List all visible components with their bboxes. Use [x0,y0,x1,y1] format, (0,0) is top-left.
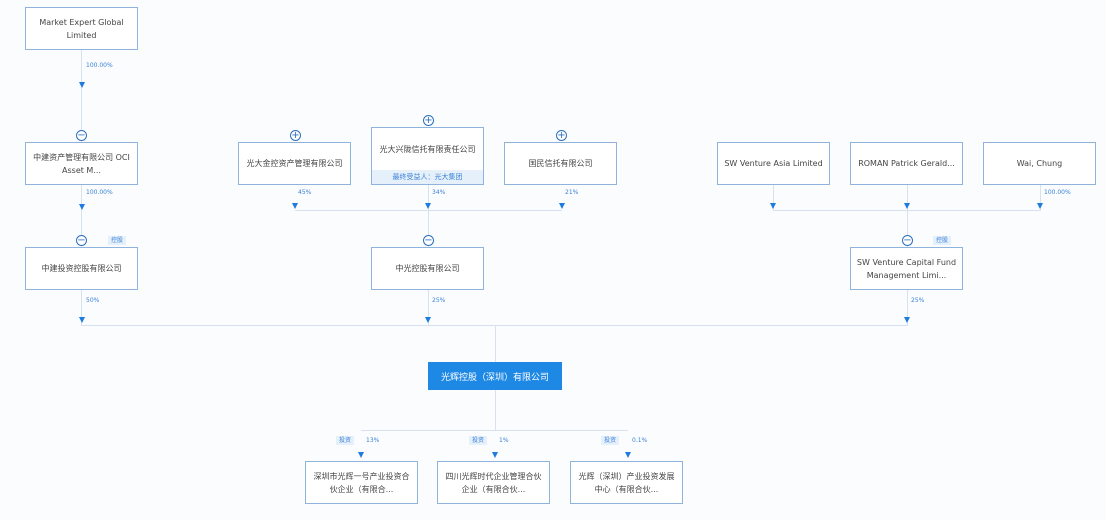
pct-label: 13% [366,437,380,444]
arrow-down-icon [1037,203,1043,209]
pct-label: 25% [911,297,925,304]
arrow-down-icon [79,317,85,323]
child-3[interactable]: 光辉（深圳）产业投资发展中心（有限合伙... [570,461,683,504]
child-2[interactable]: 四川光辉时代企业管理合伙企业（有限合伙... [437,461,550,504]
arrow-down-icon [425,203,431,209]
pct-label: 45% [298,189,312,196]
arrow-down-icon [904,317,910,323]
node-zg[interactable]: 中光控股有限公司 [371,247,484,290]
node-sw-asia[interactable]: SW Venture Asia Limited [717,142,830,185]
collapse-icon[interactable]: − [76,235,87,246]
expand-icon[interactable]: + [556,130,567,141]
expand-icon[interactable]: + [290,130,301,141]
arrow-down-icon [425,317,431,323]
collapse-icon[interactable]: − [423,235,434,246]
arrow-down-icon [79,82,85,88]
arrow-down-icon [358,452,364,458]
collapse-icon[interactable]: − [902,235,913,246]
holding-badge: 控股 [108,236,127,245]
beneficiary-strip: 最终受益人：光大集团 [372,170,483,184]
pct-label: 34% [432,189,446,196]
pct-label: 25% [432,297,446,304]
node-zjtz[interactable]: 中建投资控股有限公司 [25,247,138,290]
invest-badge: 投资 [336,436,355,445]
pct-label: 100.00% [86,189,113,196]
node-wai-chung[interactable]: Wai, Chung [983,142,1096,185]
node-market-expert[interactable]: Market Expert Global Limited [25,7,138,50]
pct-label: 1% [499,437,509,444]
invest-badge: 投资 [469,436,488,445]
child-1[interactable]: 深圳市光辉一号产业投资合伙企业（有限合... [305,461,418,504]
center-company[interactable]: 光辉控股（深圳）有限公司 [428,362,562,390]
arrow-down-icon [770,203,776,209]
node-oci[interactable]: 中建资产管理有限公司 OCI Asset M... [25,142,138,185]
arrow-down-icon [79,204,85,210]
expand-icon[interactable]: + [423,115,434,126]
node-gdxt[interactable]: 光大兴陇信托有限责任公司最终受益人：光大集团 [371,127,484,185]
arrow-down-icon [492,452,498,458]
collapse-icon[interactable]: − [76,130,87,141]
node-roman[interactable]: ROMAN Patrick Gerald... [850,142,963,185]
arrow-down-icon [292,203,298,209]
invest-badge: 投资 [601,436,620,445]
pct-label: 50% [86,297,100,304]
holding-badge: 控股 [933,236,952,245]
node-gdjk[interactable]: 光大金控资产管理有限公司 [238,142,351,185]
pct-label: 0.1% [632,437,648,444]
pct-label: 21% [565,189,579,196]
arrow-down-icon [559,203,565,209]
pct-label: 100.00% [1044,189,1071,196]
node-gmxt[interactable]: 国民信托有限公司 [504,142,617,185]
pct-label: 100.00% [86,62,113,69]
arrow-down-icon [625,452,631,458]
node-sw-capital[interactable]: SW Venture Capital Fund Management Limi.… [850,247,963,290]
arrow-down-icon [904,203,910,209]
